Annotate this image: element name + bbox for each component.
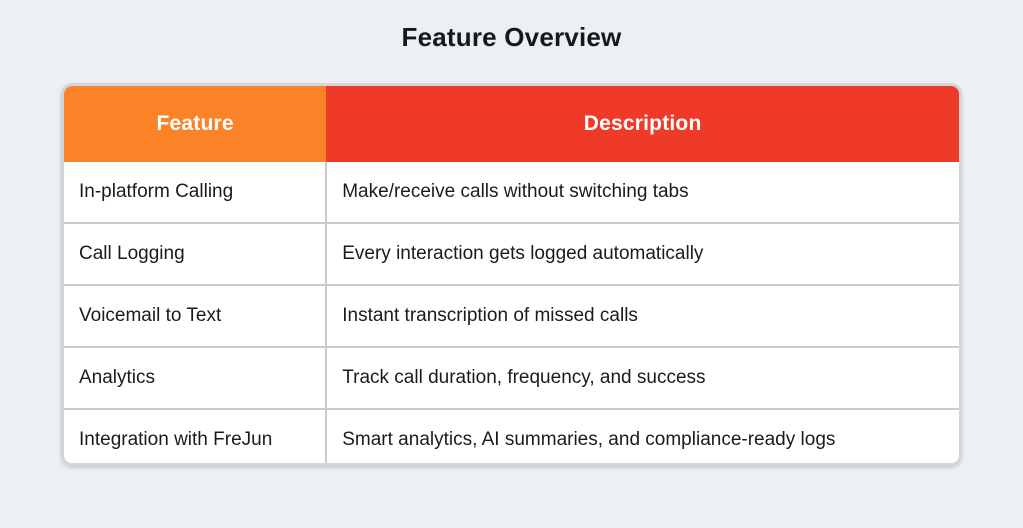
table-body: In-platform Calling Make/receive calls w… — [64, 162, 959, 463]
cell-description: Make/receive calls without switching tab… — [326, 162, 959, 224]
cell-feature: Voicemail to Text — [64, 285, 328, 348]
column-header-description: Description — [326, 86, 959, 162]
cell-description: Smart analytics, AI summaries, and compl… — [326, 409, 959, 463]
cell-feature: Integration with FreJun — [64, 409, 328, 463]
cell-description: Track call duration, frequency, and succ… — [326, 347, 959, 410]
table-row: Integration with FreJun Smart analytics,… — [64, 409, 959, 463]
cell-feature: Call Logging — [64, 223, 328, 286]
column-header-feature: Feature — [64, 86, 327, 162]
cell-feature: Analytics — [64, 347, 328, 410]
table-header: Feature Description — [64, 86, 959, 162]
table-row: Call Logging Every interaction gets logg… — [64, 223, 959, 286]
table-header-row: Feature Description — [64, 86, 959, 162]
table-row: In-platform Calling Make/receive calls w… — [64, 162, 959, 224]
cell-description: Every interaction gets logged automatica… — [326, 223, 959, 286]
table-row: Voicemail to Text Instant transcription … — [64, 285, 959, 348]
cell-description: Instant transcription of missed calls — [326, 285, 959, 348]
table-row: Analytics Track call duration, frequency… — [64, 347, 959, 410]
cell-feature: In-platform Calling — [64, 162, 328, 224]
page-title: Feature Overview — [401, 22, 622, 52]
feature-table-frame: Feature Description In-platform Calling … — [61, 83, 962, 466]
feature-overview-table: Feature Description In-platform Calling … — [64, 86, 959, 463]
